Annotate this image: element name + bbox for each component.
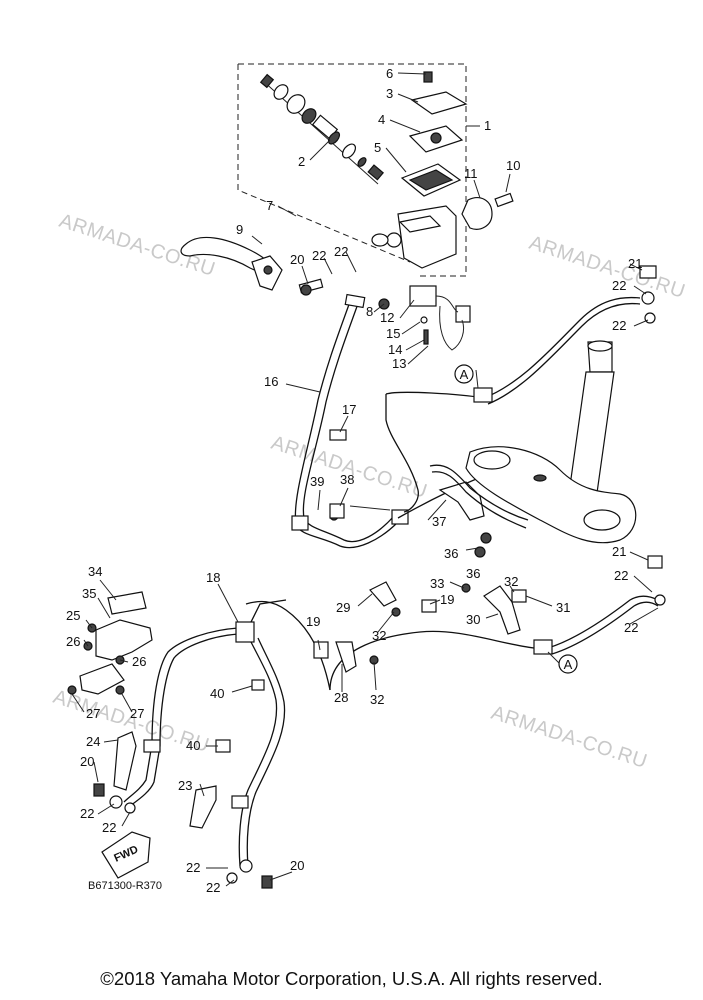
watermark: ARMADA-CO.RU [268, 432, 430, 503]
callout-20: 20 [290, 252, 304, 267]
callout-22: 22 [312, 248, 326, 263]
callout-22: 22 [80, 806, 94, 821]
callout-22: 22 [612, 318, 626, 333]
callout-21: 21 [628, 256, 642, 271]
callout-29: 29 [336, 600, 350, 615]
callout-9: 9 [236, 222, 243, 237]
watermark: ARMADA-CO.RU [526, 232, 688, 303]
brake-lever [180, 236, 324, 296]
callout-32: 32 [504, 574, 518, 589]
ref-marker-a-top: A [454, 364, 474, 384]
master-cylinder-group-outline [237, 63, 467, 277]
upper-brake-lines [329, 265, 657, 558]
callout-30: 30 [466, 612, 480, 627]
left-bracket-cluster [67, 591, 153, 695]
callout-4: 4 [378, 112, 385, 127]
callout-21: 21 [612, 544, 626, 559]
reservoir-cap-stack [400, 71, 468, 197]
callout-14: 14 [388, 342, 402, 357]
diagram-code: B671300-R370 [88, 880, 162, 892]
callout-38: 38 [340, 472, 354, 487]
callout-40: 40 [210, 686, 224, 701]
callout-22: 22 [102, 820, 116, 835]
callout-5: 5 [374, 140, 381, 155]
callout-36: 36 [466, 566, 480, 581]
steering-stem [465, 340, 637, 544]
ref-marker-a-bottom: A [558, 654, 578, 674]
callout-20: 20 [290, 858, 304, 873]
callout-12: 12 [380, 310, 394, 325]
callout-26: 26 [132, 654, 146, 669]
callout-22: 22 [614, 568, 628, 583]
callout-27: 27 [86, 706, 100, 721]
callout-19: 19 [306, 614, 320, 629]
master-cylinder-body [371, 192, 514, 269]
part-callouts: 6 3 4 1 5 2 10 11 7 9 22 20 22 8 12 15 1… [66, 66, 642, 895]
callout-10: 10 [506, 158, 520, 173]
callout-8: 8 [366, 304, 373, 319]
callout-18: 18 [206, 570, 220, 585]
callout-32: 32 [372, 628, 386, 643]
callout-15: 15 [386, 326, 400, 341]
callout-2: 2 [298, 154, 305, 169]
callout-25: 25 [66, 608, 80, 623]
callout-17: 17 [342, 402, 356, 417]
callout-19: 19 [440, 592, 454, 607]
callout-33: 33 [430, 576, 444, 591]
front-brake-hose [291, 293, 409, 549]
callout-22: 22 [186, 860, 200, 875]
callout-22: 22 [612, 278, 626, 293]
callout-3: 3 [386, 86, 393, 101]
right-caliper-hose [245, 555, 666, 691]
lower-brake-hoses [93, 599, 287, 889]
callout-36: 36 [444, 546, 458, 561]
leader-lines [71, 72, 659, 887]
callout-22: 22 [624, 620, 638, 635]
ref-label-a: A [460, 367, 469, 382]
callout-28: 28 [334, 690, 348, 705]
callout-31: 31 [556, 600, 570, 615]
fwd-arrow: FWD [101, 831, 151, 879]
callout-7: 7 [266, 198, 273, 213]
watermark: ARMADA-CO.RU [488, 702, 650, 773]
callout-22: 22 [334, 244, 348, 259]
callout-32: 32 [370, 692, 384, 707]
ref-label-a: A [564, 657, 573, 672]
callout-1: 1 [484, 118, 491, 133]
callout-39: 39 [310, 474, 324, 489]
callout-26: 26 [66, 634, 80, 649]
callout-11: 11 [464, 166, 478, 181]
callout-22: 22 [206, 880, 220, 895]
callout-23: 23 [178, 778, 192, 793]
callout-27: 27 [130, 706, 144, 721]
callout-13: 13 [392, 356, 406, 371]
callout-35: 35 [82, 586, 96, 601]
piston-kit [259, 73, 385, 185]
callout-20: 20 [80, 754, 94, 769]
callout-37: 37 [432, 514, 446, 529]
callout-24: 24 [86, 734, 100, 749]
callout-40: 40 [186, 738, 200, 753]
callout-34: 34 [88, 564, 102, 579]
copyright-notice: ©2018 Yamaha Motor Corporation, U.S.A. A… [100, 968, 603, 989]
callout-16: 16 [264, 374, 278, 389]
callout-6: 6 [386, 66, 393, 81]
